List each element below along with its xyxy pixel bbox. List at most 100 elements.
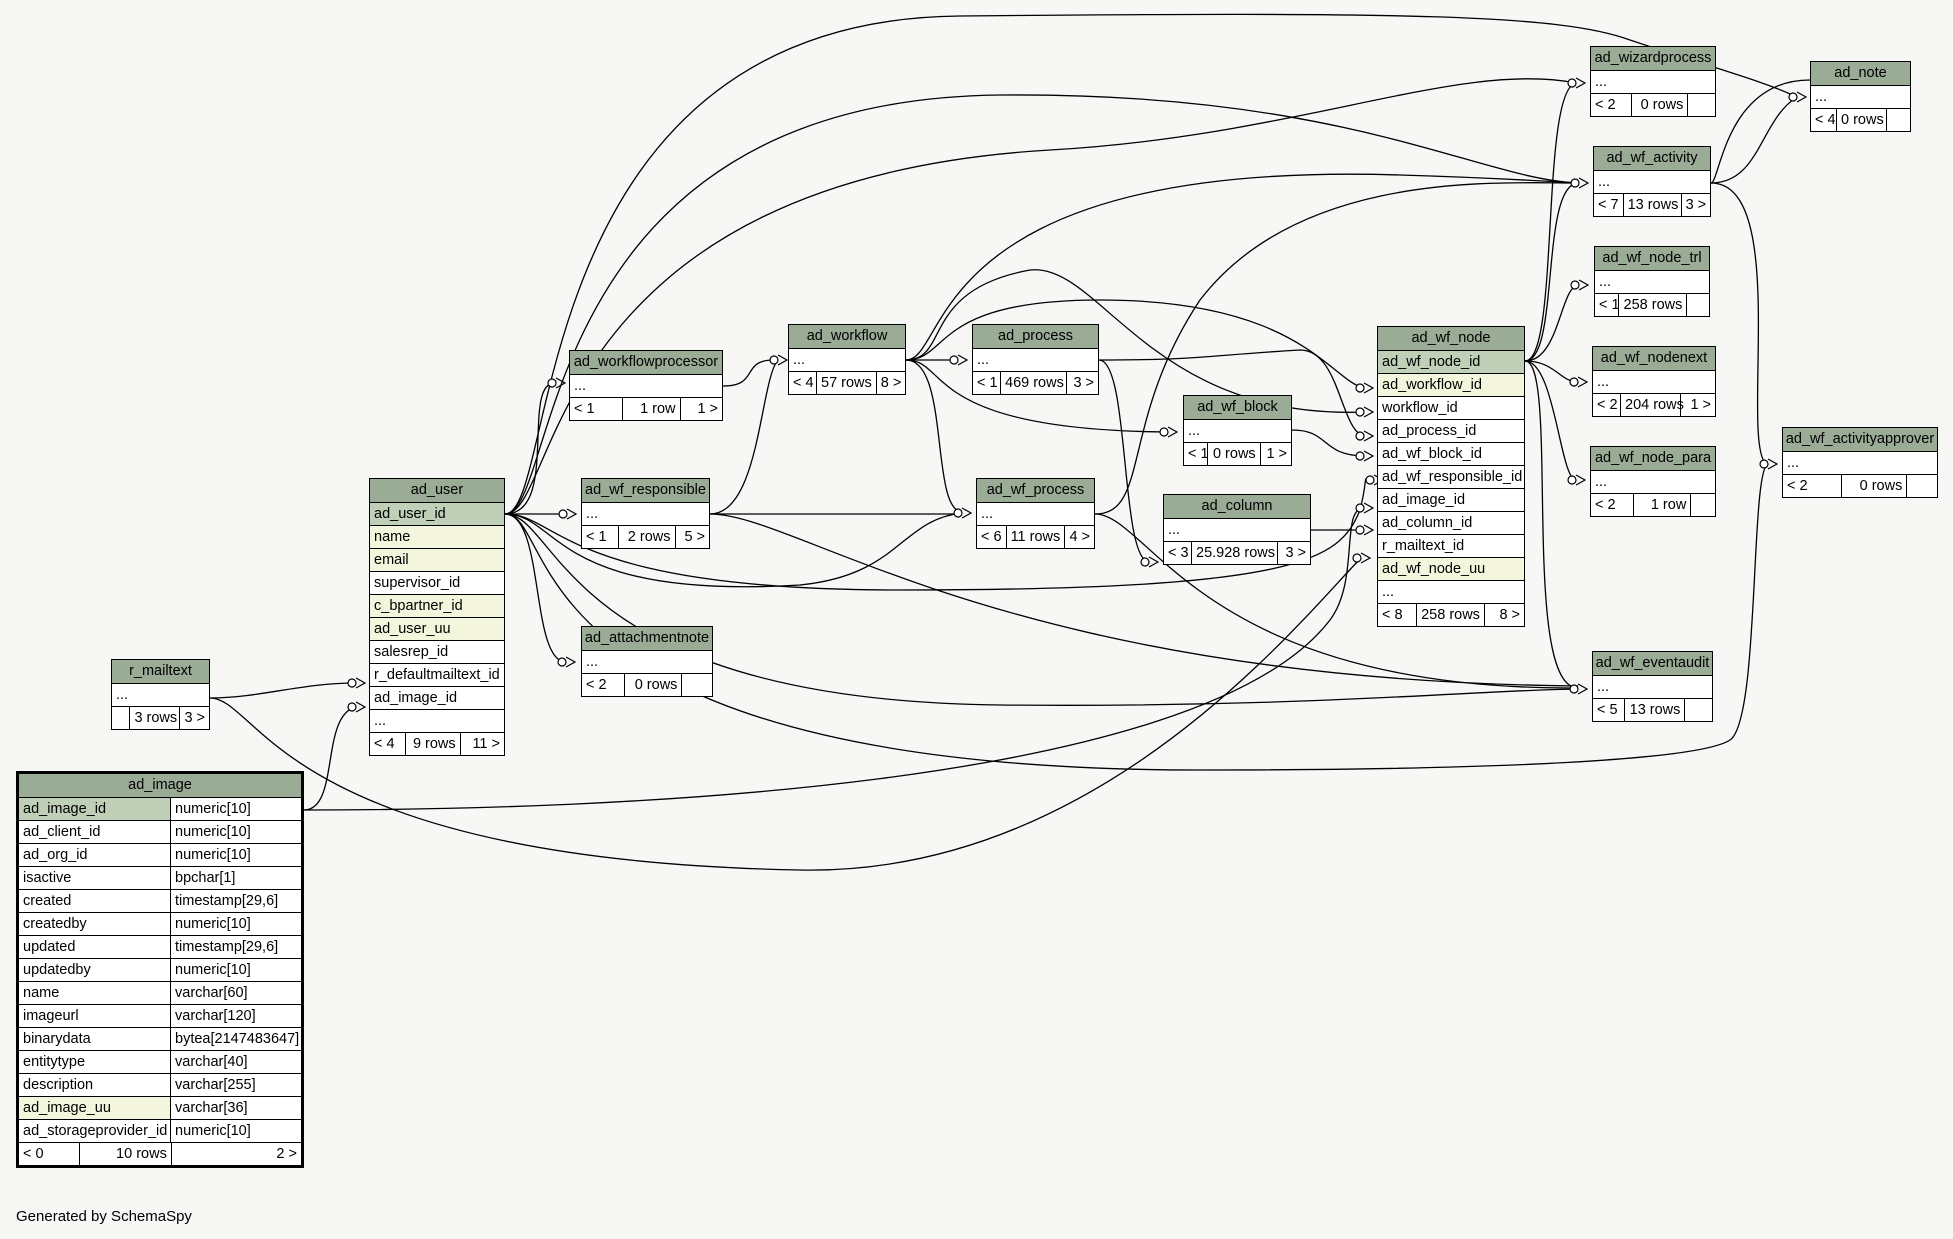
child-count[interactable]: 11 > — [472, 736, 500, 752]
child-count[interactable] — [1685, 699, 1712, 721]
child-count[interactable]: 3 > — [184, 710, 205, 726]
parent-count[interactable]: < 3 — [1164, 542, 1192, 564]
table-header[interactable]: ad_wf_activity — [1594, 147, 1710, 171]
table-header[interactable]: ad_wf_block — [1184, 396, 1291, 420]
table-header[interactable]: ad_wf_nodenext — [1593, 347, 1715, 371]
parent-count[interactable]: < 0 — [19, 1143, 80, 1165]
parent-count[interactable]: < 7 — [1594, 194, 1624, 216]
table-header[interactable]: ad_wf_eventaudit — [1593, 652, 1712, 676]
child-count[interactable]: 1 > — [1266, 446, 1287, 462]
child-count[interactable] — [1687, 294, 1709, 316]
table-header[interactable]: ad_wf_node_trl — [1595, 247, 1709, 271]
parent-count[interactable] — [112, 707, 131, 729]
column-name: ad_storageprovider_id — [19, 1120, 171, 1142]
parent-count[interactable]: < 2 — [1593, 394, 1621, 416]
child-count[interactable] — [1688, 94, 1715, 116]
row-count: 0 rows — [1208, 443, 1261, 465]
parent-count[interactable]: < 1 — [582, 526, 620, 548]
child-count[interactable]: 3 > — [1685, 197, 1707, 213]
table-header[interactable]: ad_attachmentnote — [582, 627, 712, 651]
table-header[interactable]: ad_note — [1811, 62, 1910, 86]
child-count[interactable]: 1 > — [1690, 397, 1711, 413]
child-count[interactable] — [1907, 475, 1937, 497]
parent-count[interactable]: < 1 — [1184, 443, 1209, 465]
parent-count[interactable]: < 1 — [1595, 294, 1620, 316]
child-count[interactable] — [1691, 494, 1715, 516]
column-row: ad_user_uu — [370, 618, 504, 641]
row-count: 0 rows — [1632, 94, 1689, 116]
relationship-line — [1710, 182, 1767, 465]
parent-count[interactable]: < 8 — [1378, 604, 1418, 626]
row-count: 204 rows — [1621, 394, 1684, 416]
parent-count[interactable]: < 6 — [977, 526, 1007, 548]
parent-count[interactable]: < 2 — [1783, 475, 1843, 497]
parent-count[interactable]: < 2 — [1591, 494, 1635, 516]
table-header[interactable]: ad_workflowprocessor — [570, 351, 722, 375]
optional-marker — [1788, 92, 1798, 102]
table-header[interactable]: ad_wizardprocess — [1591, 47, 1715, 71]
crowfoot-marker — [1167, 426, 1179, 438]
parent-count[interactable]: < 4 — [370, 733, 406, 755]
table-header[interactable]: ad_wf_process — [977, 479, 1094, 503]
table-header[interactable]: ad_workflow — [789, 325, 905, 349]
child-count[interactable]: 8 > — [880, 375, 902, 391]
parent-count[interactable]: < 1 — [570, 398, 624, 420]
parent-count[interactable]: < 5 — [1593, 699, 1625, 721]
optional-marker — [1352, 553, 1362, 563]
child-count[interactable]: 4 > — [1069, 529, 1090, 545]
table-header[interactable]: ad_wf_node_para — [1591, 447, 1715, 471]
parent-count[interactable]: < 4 — [789, 372, 817, 394]
table-header[interactable]: ad_column — [1164, 495, 1310, 519]
column-row: ad_column_id — [1378, 512, 1524, 535]
relationship-line — [1710, 96, 1798, 184]
table-header[interactable]: r_mailtext — [112, 660, 209, 684]
child-count[interactable]: 1 > — [697, 401, 718, 417]
column-type: numeric[10] — [171, 798, 301, 820]
table-header[interactable]: ad_wf_responsible — [582, 479, 709, 503]
child-count[interactable] — [1887, 109, 1910, 131]
table-header[interactable]: ad_user — [370, 479, 504, 503]
crowfoot-marker — [1575, 77, 1587, 89]
crowfoot-marker — [1360, 552, 1372, 564]
parent-count[interactable]: < 2 — [1591, 94, 1633, 116]
column-row: ... — [1593, 676, 1712, 699]
table-header[interactable]: ad_wf_node — [1378, 327, 1524, 351]
child-count[interactable]: 3 > — [1285, 545, 1306, 561]
parent-count[interactable]: < 2 — [582, 674, 626, 696]
optional-marker — [769, 355, 779, 365]
parent-count[interactable]: < 1 — [973, 372, 1001, 394]
crowfoot-marker — [1796, 91, 1808, 103]
relationship-line — [1098, 349, 1365, 437]
crowfoot-marker — [1767, 458, 1779, 470]
parent-count[interactable]: < 4 — [1811, 109, 1837, 131]
table-header[interactable]: ad_process — [973, 325, 1098, 349]
table-header[interactable]: ad_wf_activityapprover — [1783, 428, 1937, 452]
table-header[interactable]: ad_image — [19, 774, 301, 798]
child-count[interactable]: 3 > — [1073, 375, 1094, 391]
child-count[interactable]: 8 > — [1499, 607, 1520, 623]
child-count[interactable]: 5 > — [684, 529, 705, 545]
child-count[interactable]: 2 > — [276, 1146, 297, 1162]
child-count[interactable] — [682, 674, 712, 696]
